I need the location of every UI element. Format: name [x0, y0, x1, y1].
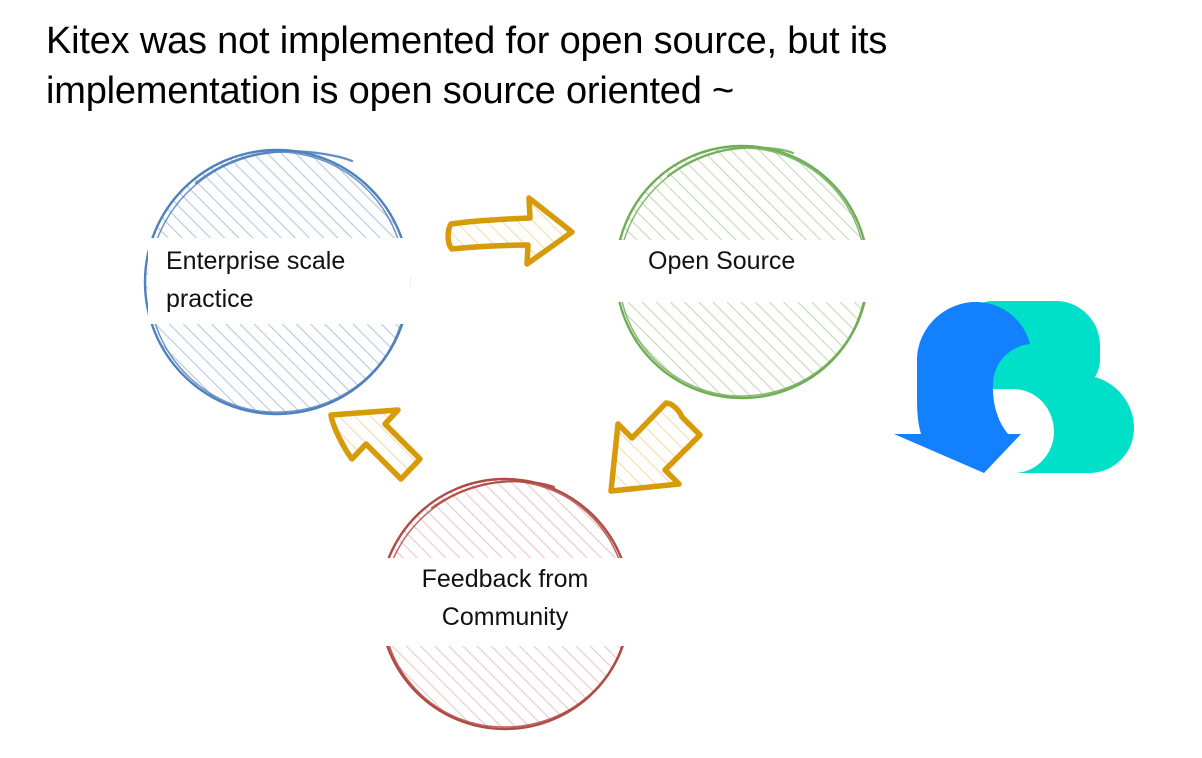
node-label-feedback-from-community: Feedback from Community	[374, 558, 636, 646]
arrow-enterprise-to-opensource	[445, 195, 575, 267]
arrow-feedback-to-enterprise	[328, 407, 423, 482]
node-label-enterprise-scale-practice: Enterprise scale practice	[148, 238, 410, 324]
page-title: Kitex was not implemented for open sourc…	[46, 20, 888, 112]
cloudwego-arrow-shape	[894, 302, 1030, 473]
node-label-open-source: Open Source	[614, 240, 872, 302]
arrow-opensource-to-feedback	[608, 400, 703, 494]
cloudwego-logo-icon	[894, 301, 1134, 473]
